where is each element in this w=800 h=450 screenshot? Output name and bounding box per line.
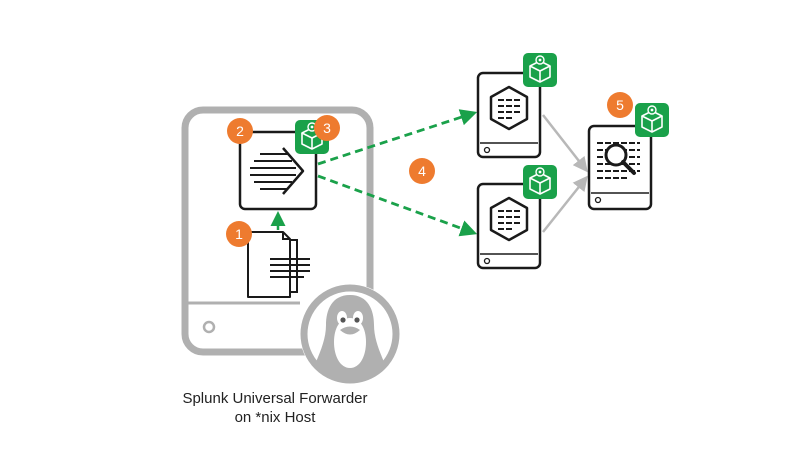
indexer-app-icon	[522, 52, 558, 88]
step-number: 2	[236, 123, 244, 139]
step-number: 3	[323, 120, 331, 136]
linux-penguin-icon	[300, 284, 400, 384]
forward-arrow-bottom	[317, 174, 478, 237]
step-badge-1: 1	[226, 221, 252, 247]
caption-line-2: on *nix Host	[234, 409, 316, 426]
step-badge-3: 3	[314, 115, 340, 141]
indexer-to-search-head-connector	[542, 114, 588, 173]
power-led-icon	[202, 320, 216, 334]
step-badge-5: 5	[607, 92, 633, 118]
search-head-icon	[587, 124, 653, 211]
step-badge-4: 4	[409, 158, 435, 184]
forward-arrow-top	[317, 109, 478, 166]
indexer-app-icon	[522, 164, 558, 200]
step-number: 5	[616, 97, 624, 113]
host-caption: Splunk Universal Forwarder on *nix Host	[160, 389, 390, 427]
search-head-app-icon	[634, 102, 670, 138]
indexer-to-search-head-connector	[542, 175, 588, 233]
step-number: 1	[235, 226, 243, 242]
caption-line-1: Splunk Universal Forwarder	[182, 390, 368, 407]
step-badge-2: 2	[227, 118, 253, 144]
step-number: 4	[418, 163, 426, 179]
document-icon	[247, 231, 310, 298]
